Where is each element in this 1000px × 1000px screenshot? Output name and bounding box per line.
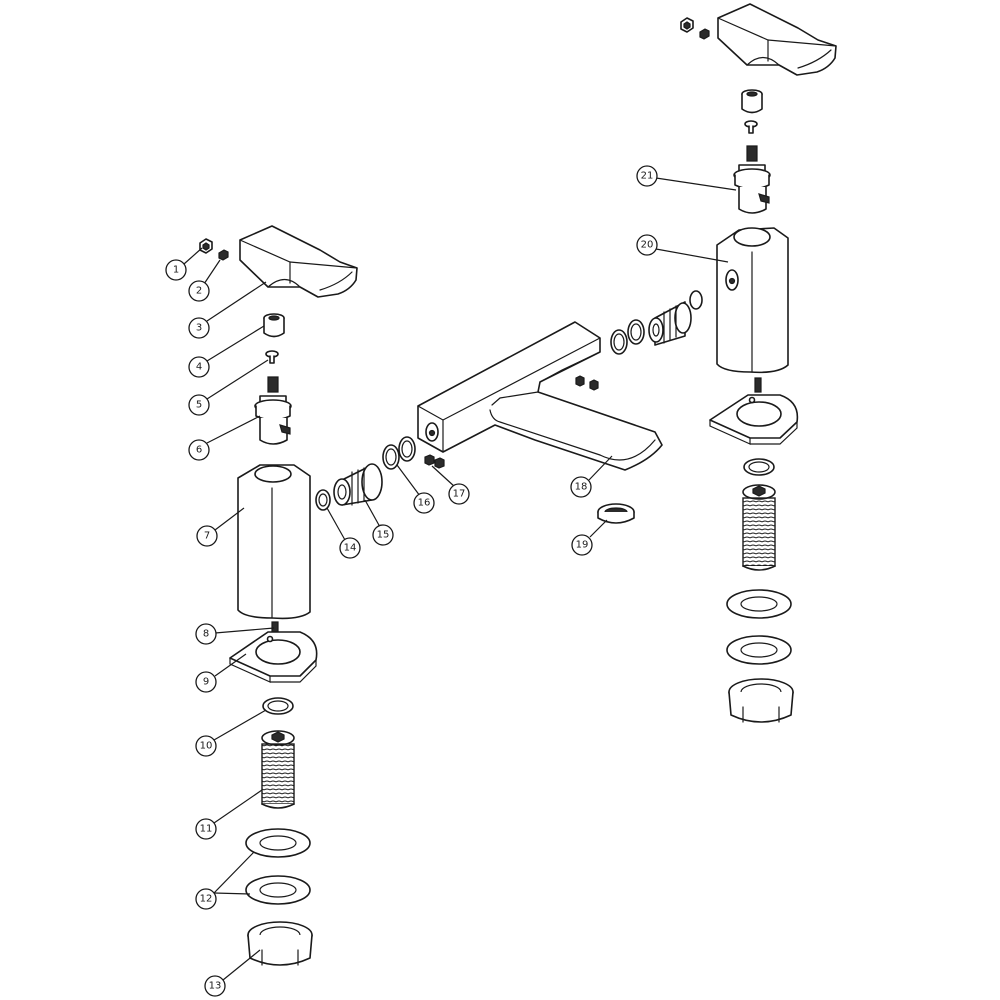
right-handle-nut [680, 17, 694, 33]
callout-5-label: 5 [196, 400, 202, 411]
callout-7: 7 [196, 525, 218, 547]
callout-18: 18 [570, 476, 592, 498]
callout-1: 1 [165, 259, 187, 281]
callout-17-label: 17 [453, 489, 466, 500]
callout-1-label: 1 [173, 265, 179, 276]
callout-3: 3 [188, 317, 210, 339]
right-lever-handle [717, 3, 837, 76]
callout-11-label: 11 [200, 824, 213, 835]
callout-4-label: 4 [196, 362, 202, 373]
callout-5: 5 [188, 394, 210, 416]
left-washer-lower [245, 875, 311, 905]
aerator-19 [597, 503, 635, 524]
right-adaptor-sleeve [741, 89, 763, 114]
callout-3-label: 3 [196, 323, 202, 334]
o-ring-14 [315, 489, 331, 511]
flow-connector-15 [333, 463, 383, 506]
callout-7-label: 7 [204, 531, 210, 542]
right-valve-body [716, 227, 789, 374]
left-handle-grub [218, 249, 229, 261]
right-screw [744, 120, 758, 134]
callout-19: 19 [571, 534, 593, 556]
right-o-ring-b [610, 329, 628, 355]
callout-20: 20 [636, 234, 658, 256]
callout-21-label: 21 [641, 171, 654, 182]
callout-14-label: 14 [344, 543, 357, 554]
right-grub-screw [754, 377, 762, 393]
callout-17: 17 [448, 483, 470, 505]
right-handle-grub [699, 28, 710, 40]
o-ring-16a [382, 444, 400, 470]
left-handle-nut [199, 238, 213, 254]
callout-9-label: 9 [203, 677, 209, 688]
callout-8: 8 [195, 623, 217, 645]
callout-2: 2 [188, 280, 210, 302]
left-cartridge [254, 376, 292, 445]
callout-21: 21 [636, 165, 658, 187]
callout-19-label: 19 [576, 540, 589, 551]
left-threaded-shank [261, 730, 295, 809]
callout-16: 16 [413, 492, 435, 514]
right-base-plate [709, 394, 799, 445]
callout-6: 6 [188, 439, 210, 461]
leader-lines [183, 177, 737, 981]
left-back-nut [247, 921, 313, 966]
o-ring-16b [398, 436, 416, 462]
grub-screws-17 [424, 454, 445, 469]
left-lever-handle [239, 225, 358, 298]
callout-9: 9 [195, 671, 217, 693]
left-valve-body [237, 464, 311, 620]
callout-4: 4 [188, 356, 210, 378]
right-o-ring-a [627, 319, 645, 345]
callout-2-label: 2 [196, 286, 202, 297]
callout-13-label: 13 [209, 981, 222, 992]
right-outlet-connector [648, 290, 703, 346]
right-threaded-shank [742, 484, 776, 571]
callout-12-label: 12 [200, 894, 213, 905]
left-adaptor-sleeve [263, 313, 285, 338]
callout-15: 15 [372, 524, 394, 546]
callout-12: 12 [195, 888, 217, 910]
callout-16-label: 16 [418, 498, 431, 509]
right-cartridge [733, 145, 771, 214]
left-screw [265, 350, 279, 364]
left-base-plate [229, 631, 318, 683]
callout-6-label: 6 [196, 445, 202, 456]
right-washer-lower [726, 635, 792, 665]
right-washer-upper [726, 589, 792, 619]
callout-20-label: 20 [641, 240, 654, 251]
callout-10-label: 10 [200, 741, 213, 752]
callout-18-label: 18 [575, 482, 588, 493]
callout-10: 10 [195, 735, 217, 757]
right-back-nut [728, 678, 794, 723]
left-washer-upper [245, 828, 311, 858]
spout-body-18 [417, 321, 663, 471]
left-washer-small [262, 697, 294, 715]
callout-13: 13 [204, 975, 226, 997]
callout-15-label: 15 [377, 530, 390, 541]
callout-8-label: 8 [203, 629, 209, 640]
callout-14: 14 [339, 537, 361, 559]
callout-11: 11 [195, 818, 217, 840]
right-washer-small [743, 458, 775, 476]
